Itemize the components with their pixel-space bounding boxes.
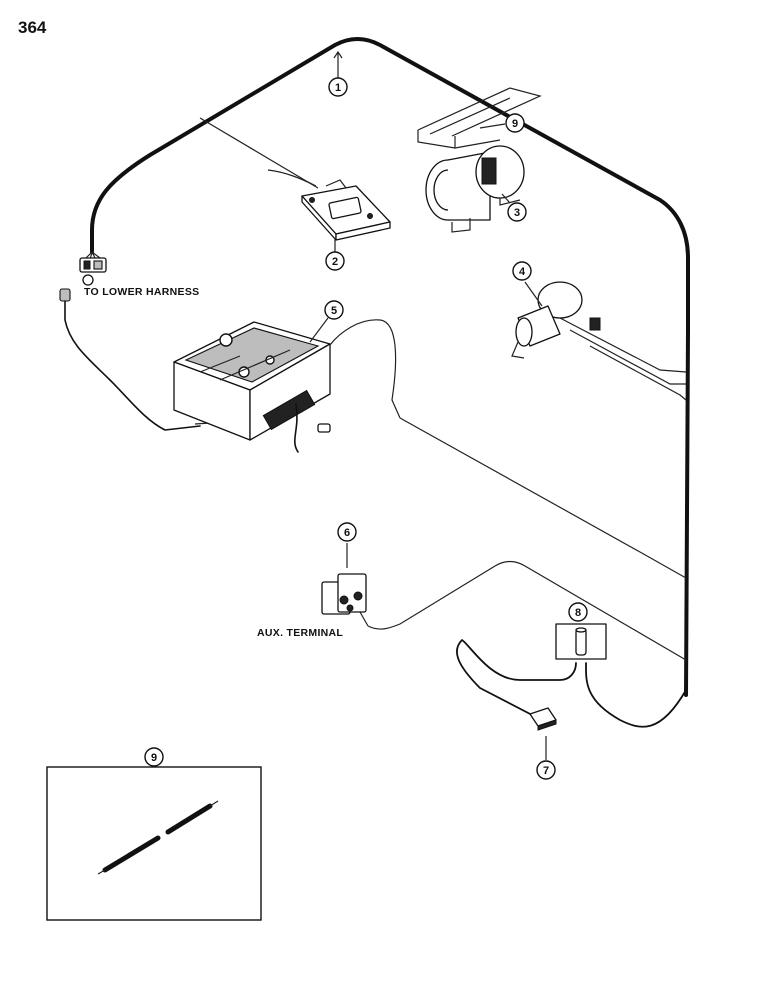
svg-text:6: 6 xyxy=(344,527,350,539)
callout-2: 2 xyxy=(325,251,345,271)
callout-9-main: 9 xyxy=(505,113,525,133)
main-harness-wire xyxy=(90,37,690,697)
svg-text:4: 4 xyxy=(519,266,526,278)
callout-5-leader xyxy=(309,317,329,343)
svg-text:5: 5 xyxy=(331,305,337,317)
callout-3: 3 xyxy=(507,202,527,222)
wire-5-to-harness xyxy=(399,417,687,579)
component-2-ballast xyxy=(267,169,391,241)
component-7-plug xyxy=(529,707,557,731)
lower-harness-plug xyxy=(59,288,211,431)
page-number: 364 xyxy=(18,18,47,37)
aux-terminal-label: AUX. TERMINAL xyxy=(257,627,343,639)
inset-box xyxy=(46,766,262,921)
callout-3-leader xyxy=(501,193,511,204)
component-9-tubing xyxy=(417,87,542,149)
wire-to-ballast xyxy=(199,117,319,189)
callout-4: 4 xyxy=(512,261,532,281)
callout-1: 1 xyxy=(328,50,348,97)
fuse-wire-harness xyxy=(585,662,687,728)
component-3-blower xyxy=(425,145,525,233)
component-8-fuse xyxy=(555,623,607,660)
to-lower-harness-label: TO LOWER HARNESS xyxy=(84,286,199,298)
fuse-wire-loop xyxy=(456,639,577,717)
svg-text:7: 7 xyxy=(543,765,549,777)
callout-5: 5 xyxy=(324,300,344,320)
callout-7: 7 xyxy=(536,760,556,780)
callout-9-leader xyxy=(479,123,506,129)
component-6-aux-relay xyxy=(321,573,369,627)
svg-text:8: 8 xyxy=(575,607,581,619)
callout-6: 6 xyxy=(337,522,357,542)
inset-tubes xyxy=(97,800,219,875)
callout-8: 8 xyxy=(568,602,588,622)
svg-text:9: 9 xyxy=(151,752,157,764)
component-5-control-box xyxy=(173,319,401,453)
svg-text:1: 1 xyxy=(335,82,341,94)
svg-text:3: 3 xyxy=(514,207,520,219)
svg-text:9: 9 xyxy=(512,118,518,130)
wire-6-to-harness xyxy=(367,560,687,661)
callout-4-leader xyxy=(524,281,543,307)
lower-harness-connector xyxy=(79,251,107,286)
callout-9-inset: 9 xyxy=(144,747,164,767)
svg-text:2: 2 xyxy=(332,256,338,268)
